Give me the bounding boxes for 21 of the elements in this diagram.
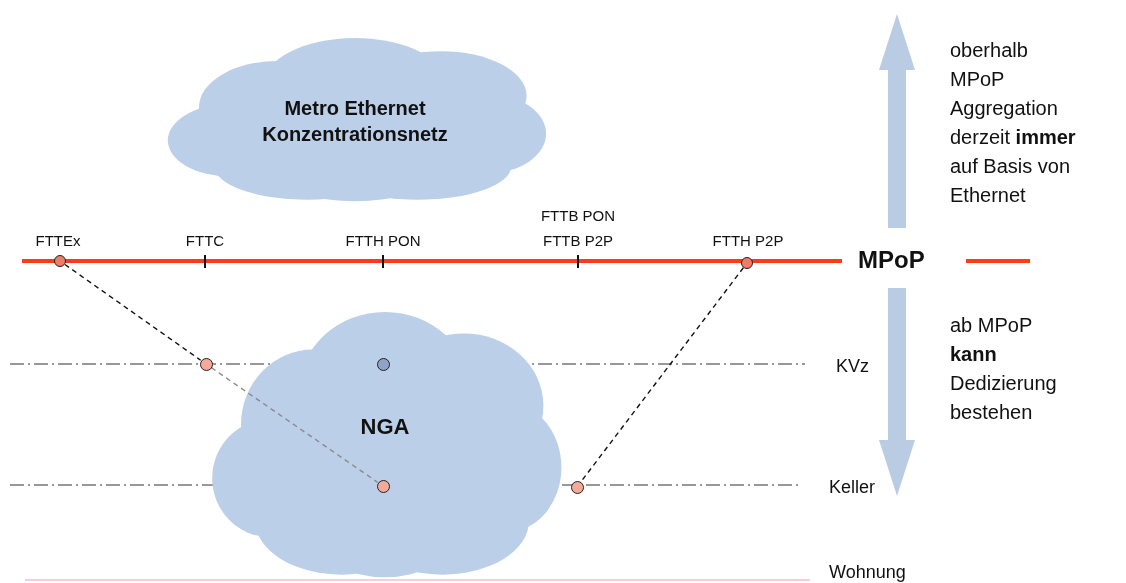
technology-label: FTTH PON	[345, 232, 421, 250]
connector-line	[64, 263, 202, 361]
level-label: Wohnung	[829, 562, 906, 583]
junction-dot	[570, 480, 584, 494]
junction-dot	[199, 357, 213, 371]
cloud-title: Metro Ethernet Konzentrationsnetz	[261, 95, 449, 147]
junction-dot	[54, 255, 66, 267]
connector-line	[210, 367, 379, 483]
technology-label: FTTB P2P	[543, 232, 613, 250]
note-text: oberhalb MPoP Aggregation derzeit immer auf Basis von Ethernet	[950, 38, 1077, 208]
note-text: ab MPoP kann Dedizierung bestehen	[950, 313, 1058, 425]
technology-label: FTTC	[185, 232, 225, 250]
connector-line	[580, 267, 745, 483]
mpop-label: MPoP	[858, 246, 925, 275]
technology-label: FTTEx	[35, 232, 81, 250]
junction-dot	[741, 257, 753, 269]
cloud-title: NGA	[360, 413, 410, 441]
level-label: Keller	[829, 477, 876, 499]
technology-label: FTTB PON	[540, 207, 616, 225]
level-label: KVz	[836, 356, 869, 378]
technology-label: FTTH P2P	[712, 232, 784, 250]
